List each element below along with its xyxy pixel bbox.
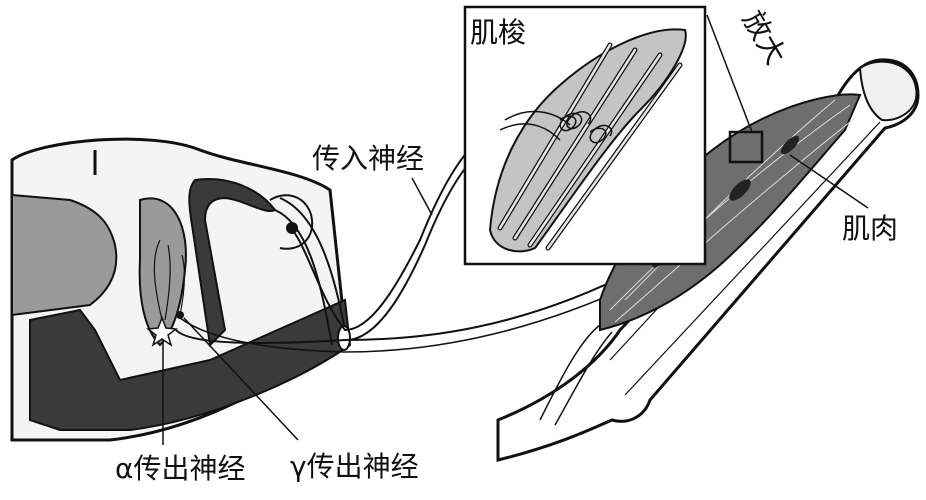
spindle-inset [463,5,707,266]
ganglion-cell-body [286,222,298,234]
label-spindle: 肌梭 [470,16,526,49]
ganglion-outline [269,194,314,250]
nerve-fibers [175,119,681,353]
white-tract-lower [29,298,352,431]
leader-magnify [706,14,753,133]
label-magnify: 放大 [736,5,793,70]
intrafusal-fibers-core [498,43,682,250]
label-afferent-nerve: 传入神经 [312,142,424,175]
nerve-cut-end [337,325,351,351]
efferent-nerve-fiber [175,267,641,344]
label-gamma-efferent: γ传出神经 [290,450,419,483]
label-muscle: 肌肉 [842,212,898,245]
bone-head [858,60,918,122]
magnify-region-box [728,130,764,164]
spindle-in-muscle-3 [780,135,800,155]
annulospiral-ending [559,111,613,144]
tendon [539,324,613,426]
spindle-in-muscle [729,179,751,201]
dorsal-root-ganglion [269,194,314,250]
alpha-motor-neuron-icon [146,315,178,347]
spinal-cord [10,137,352,442]
dorsal-root-tract [188,178,277,348]
leader-lines [162,14,869,445]
leader-muscle [789,154,869,209]
leader-afferent [411,177,433,216]
afferent-nerve-fiber [289,119,506,332]
neuron-dendrites [153,239,186,321]
motor-neurons [146,239,186,347]
gray-matter [11,193,118,317]
nerve-bundle-outer [274,197,346,346]
label-alpha-efferent: α传出神经 [115,452,245,485]
efferent-nerve-fiber-2 [179,261,681,353]
leader-gamma [183,317,299,441]
inset-afferent-fibers [499,110,571,141]
